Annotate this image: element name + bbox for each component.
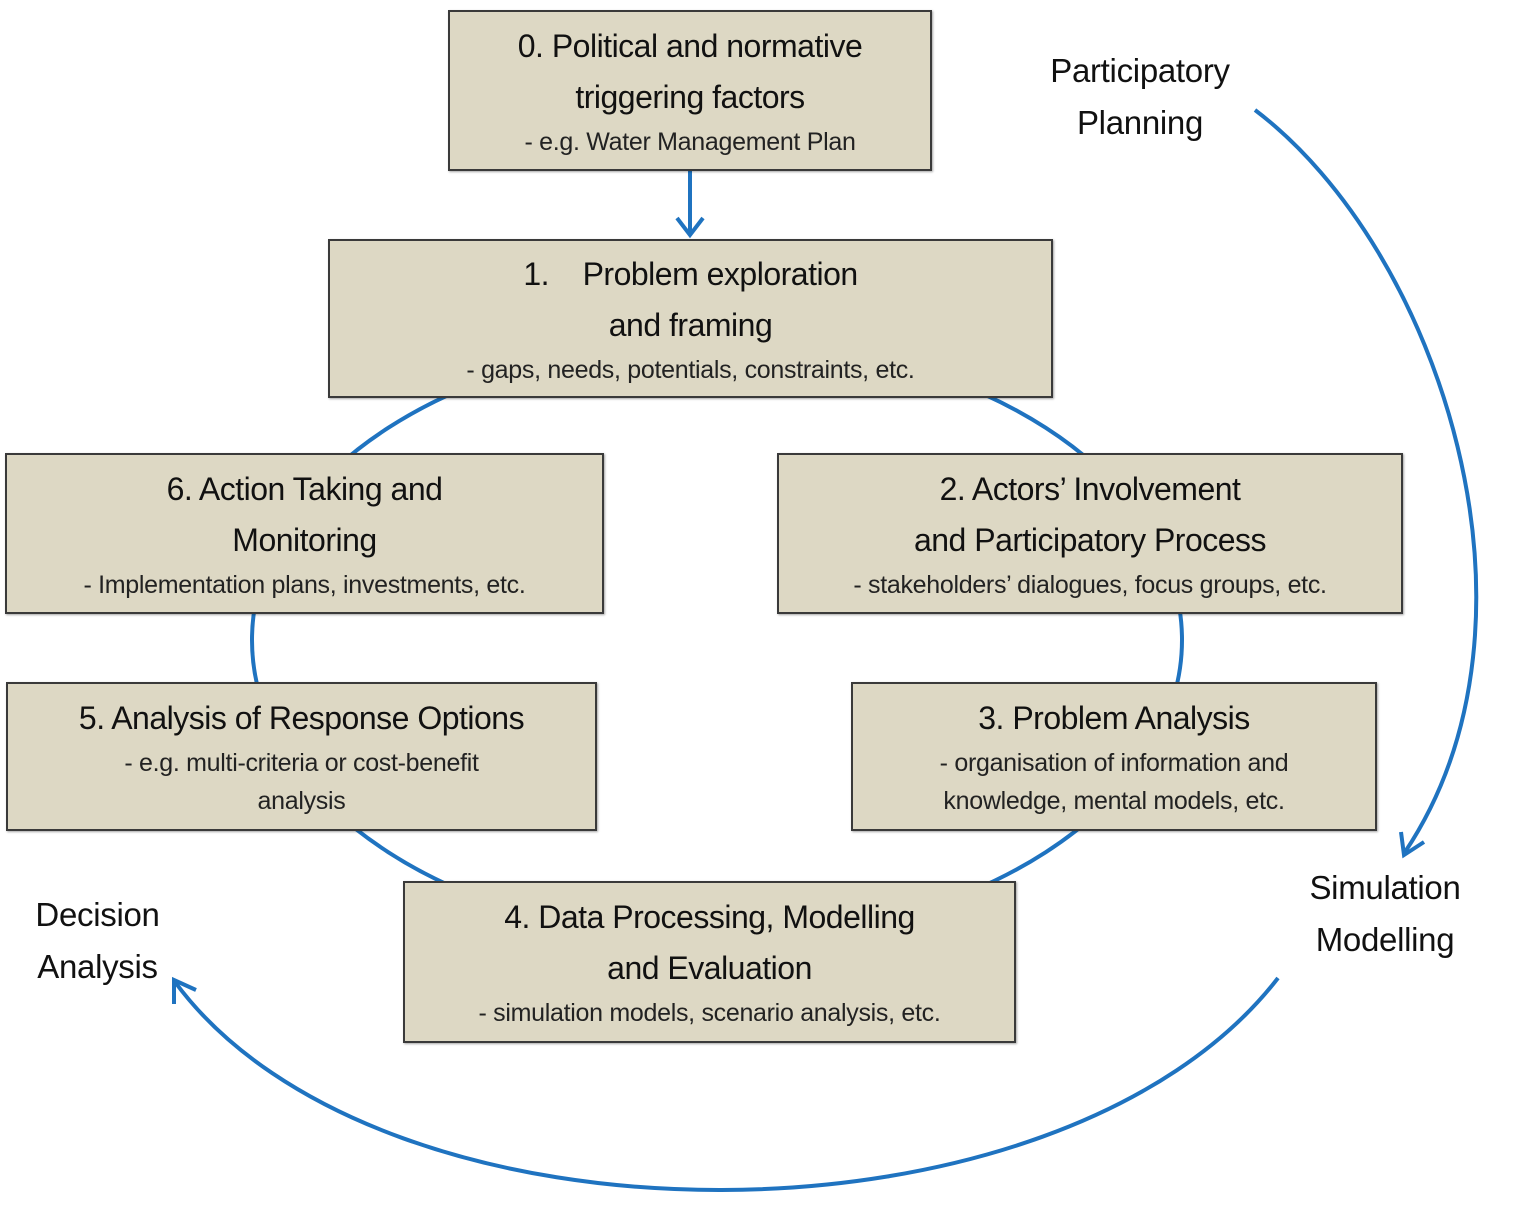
arrow-planning-to-simulation-head — [1399, 831, 1426, 859]
box-title: 5. Analysis of Response Options — [78, 700, 525, 736]
box-0-triggering-factors: 0. Political and normative triggering fa… — [448, 10, 932, 171]
label-line: Decision — [35, 896, 160, 933]
label-line: Planning — [1076, 104, 1204, 141]
box-title: 1. Problem exploration — [523, 255, 858, 292]
arrow-simulation-to-decision — [173, 976, 1280, 1192]
box-subtitle: knowledge, mental models, etc. — [943, 787, 1285, 815]
label-line: Simulation — [1309, 869, 1461, 906]
box-title: 0. Political and normative — [517, 27, 863, 64]
box-subtitle: - e.g. multi-criteria or cost-benefit — [124, 749, 479, 777]
arrow-planning-to-simulation — [1253, 108, 1479, 854]
box-subtitle: analysis — [257, 787, 346, 815]
label-line: Participatory — [1050, 52, 1230, 89]
label-decision-analysis: Decision Analysis — [5, 889, 190, 993]
box-subtitle: - e.g. Water Management Plan — [524, 127, 856, 156]
box-title: 6. Action Taking and — [166, 470, 443, 507]
box-subtitle: - gaps, needs, potentials, constraints, … — [466, 355, 915, 384]
box-title: 2. Actors’ Involvement — [939, 470, 1241, 507]
box-2-actors-involvement: 2. Actors’ Involvement and Participatory… — [777, 453, 1403, 614]
box-6-action-taking: 6. Action Taking and Monitoring - Implem… — [5, 453, 604, 614]
box-1-problem-exploration: 1. Problem exploration and framing - gap… — [328, 239, 1053, 398]
box-title: and framing — [608, 306, 773, 343]
box-title: 3. Problem Analysis — [978, 700, 1250, 736]
box-subtitle: - Implementation plans, investments, etc… — [83, 570, 526, 599]
box-title: Monitoring — [232, 521, 377, 558]
box-5-response-options: 5. Analysis of Response Options - e.g. m… — [6, 682, 597, 831]
box-subtitle: - simulation models, scenario analysis, … — [478, 999, 941, 1027]
label-participatory-planning: Participatory Planning — [1010, 45, 1270, 149]
box-subtitle: - organisation of information and — [939, 749, 1289, 777]
box-title: triggering factors — [575, 78, 805, 115]
label-line: Modelling — [1315, 921, 1455, 958]
box-title: and Evaluation — [607, 950, 812, 986]
arrow-0-to-1-head — [675, 216, 705, 239]
box-title: and Participatory Process — [913, 521, 1267, 558]
cycle-ring — [250, 338, 1184, 942]
box-title: 4. Data Processing, Modelling — [504, 899, 915, 935]
arrow-simulation-to-decision-head — [172, 976, 197, 1004]
box-3-problem-analysis: 3. Problem Analysis - organisation of in… — [851, 682, 1377, 831]
box-subtitle: - stakeholders’ dialogues, focus groups,… — [853, 570, 1327, 599]
label-simulation-modelling: Simulation Modelling — [1270, 862, 1500, 966]
box-4-data-processing: 4. Data Processing, Modelling and Evalua… — [403, 881, 1016, 1043]
label-line: Analysis — [37, 948, 158, 985]
